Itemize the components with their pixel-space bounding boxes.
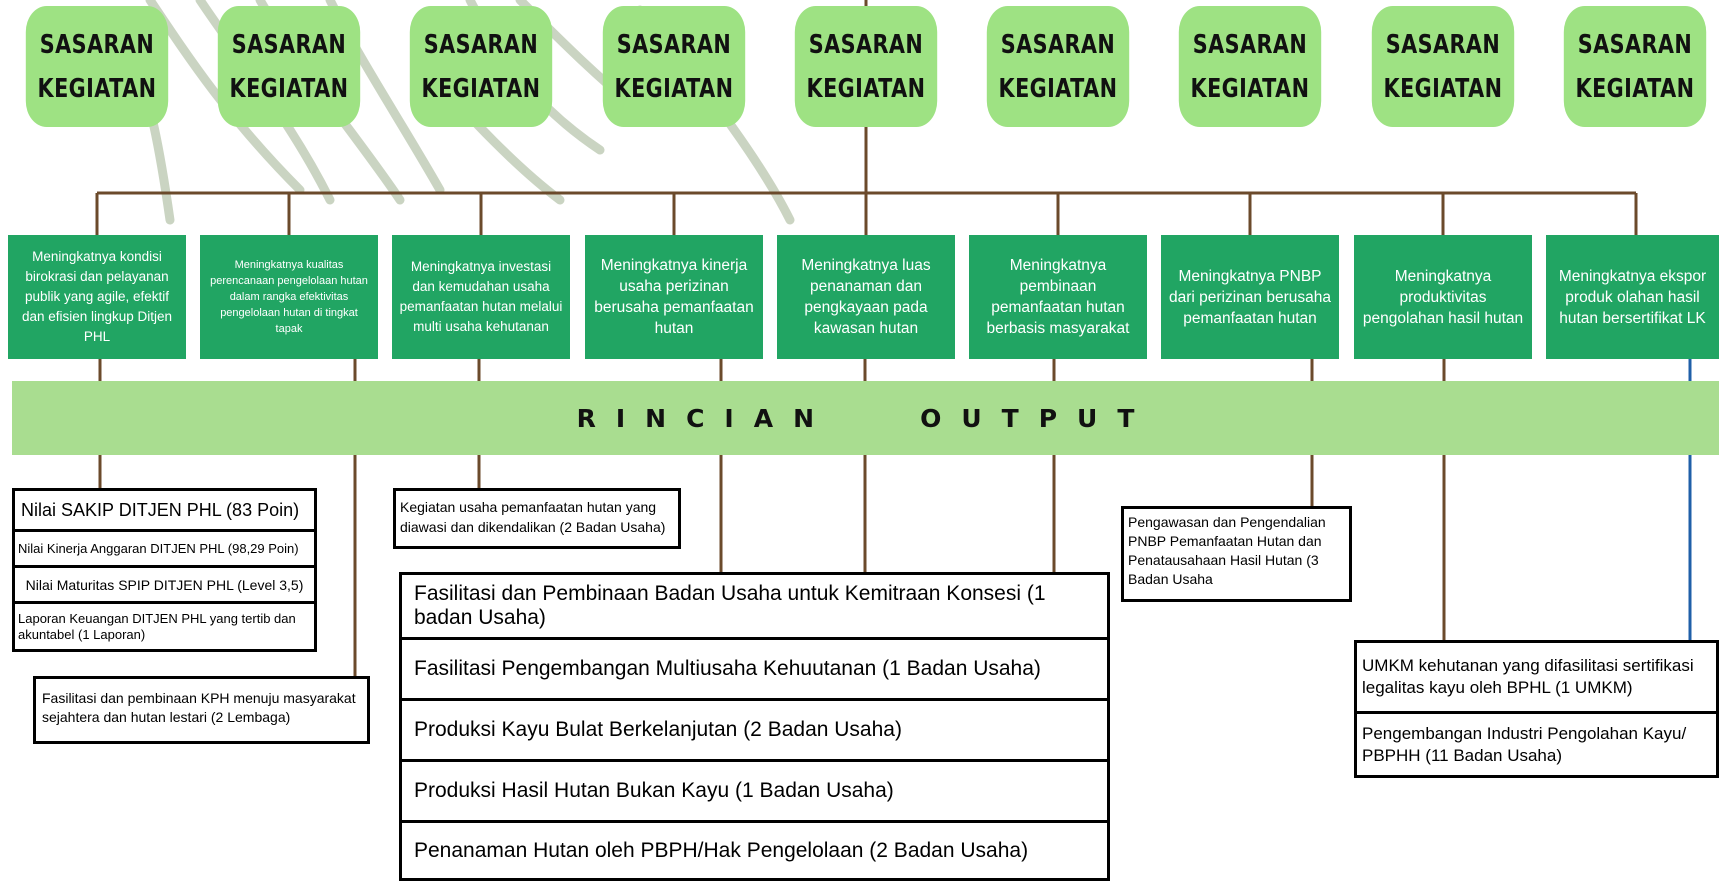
sasaran-kegiatan-1: SASARAN KEGIATAN [25,6,169,127]
output-kayu-bulat: Produksi Kayu Bulat Berkelanjutan (2 Bad… [402,698,1107,759]
rincian-output-band: RINCIAN OUTPUT [12,381,1719,455]
output-kemitraan-konsesi: Fasilitasi dan Pembinaan Badan Usaha unt… [414,582,1046,629]
output-hhbk: Produksi Hasil Hutan Bukan Kayu (1 Badan… [402,759,1107,820]
sasaran-kegiatan-2: SASARAN KEGIATAN [217,6,361,127]
sasaran-kegiatan-3: SASARAN KEGIATAN [409,6,553,127]
goal-box-3: Meningkatnya investasi dan kemudahan usa… [392,235,570,359]
output-sakip: Nilai SAKIP DITJEN PHL (83 Poin) [21,499,300,520]
output-industri-kayu: Pengembangan Industri Pengolahan Kayu/ P… [1357,711,1716,775]
goal-box-8: Meningkatnya produktivitas pengolahan ha… [1354,235,1532,359]
output-penanaman-hutan: Penanaman Hutan oleh PBPH/Hak Pengelolaa… [402,820,1107,878]
goal-box-7: Meningkatnya PNBP dari perizinan berusah… [1161,235,1339,359]
sasaran-kegiatan-4: SASARAN KEGIATAN [602,6,746,127]
goal-box-2: Meningkatnya kualitas perencanaan pengel… [200,235,378,359]
output-maturitas-spip: Nilai Maturitas SPIP DITJEN PHL (Level 3… [15,565,314,601]
sasaran-kegiatan-5: SASARAN KEGIATAN [794,6,938,127]
output-multiusaha: Fasilitasi Pengembangan Multiusaha Kehuu… [402,637,1107,698]
goal-box-5: Meningkatnya luas penanaman dan pengkaya… [777,235,955,359]
goal-box-6: Meningkatnya pembinaan pemanfaatan hutan… [969,235,1147,359]
output-kegiatan-usaha: Kegiatan usaha pemanfaatan hutan yang di… [393,488,681,549]
sasaran-kegiatan-6: SASARAN KEGIATAN [986,6,1130,127]
output-umkm: UMKM kehutanan yang difasilitasi sertifi… [1362,656,1694,697]
output-kph: Fasilitasi dan pembinaan KPH menuju masy… [33,676,370,744]
goal-box-1: Meningkatnya kondisi birokrasi dan pelay… [8,235,186,359]
sasaran-kegiatan-9: SASARAN KEGIATAN [1563,6,1707,127]
goal-box-4: Meningkatnya kinerja usaha perizinan ber… [585,235,763,359]
sasaran-kegiatan-8: SASARAN KEGIATAN [1371,6,1515,127]
output-group-sakip: Nilai SAKIP DITJEN PHL (83 Poin) Nilai K… [12,488,317,652]
output-group-umkm: UMKM kehutanan yang difasilitasi sertifi… [1354,640,1719,778]
goal-box-9: Meningkatnya ekspor produk olahan hasil … [1546,235,1719,359]
output-pnbp: Pengawasan dan Pengendalian PNBP Pemanfa… [1121,506,1352,602]
output-laporan-keuangan: Laporan Keuangan DITJEN PHL yang tertib … [15,601,314,649]
output-kinerja-anggaran: Nilai Kinerja Anggaran DITJEN PHL (98,29… [15,529,314,565]
output-group-usaha: Fasilitasi dan Pembinaan Badan Usaha unt… [399,572,1110,881]
sasaran-kegiatan-7: SASARAN KEGIATAN [1178,6,1322,127]
